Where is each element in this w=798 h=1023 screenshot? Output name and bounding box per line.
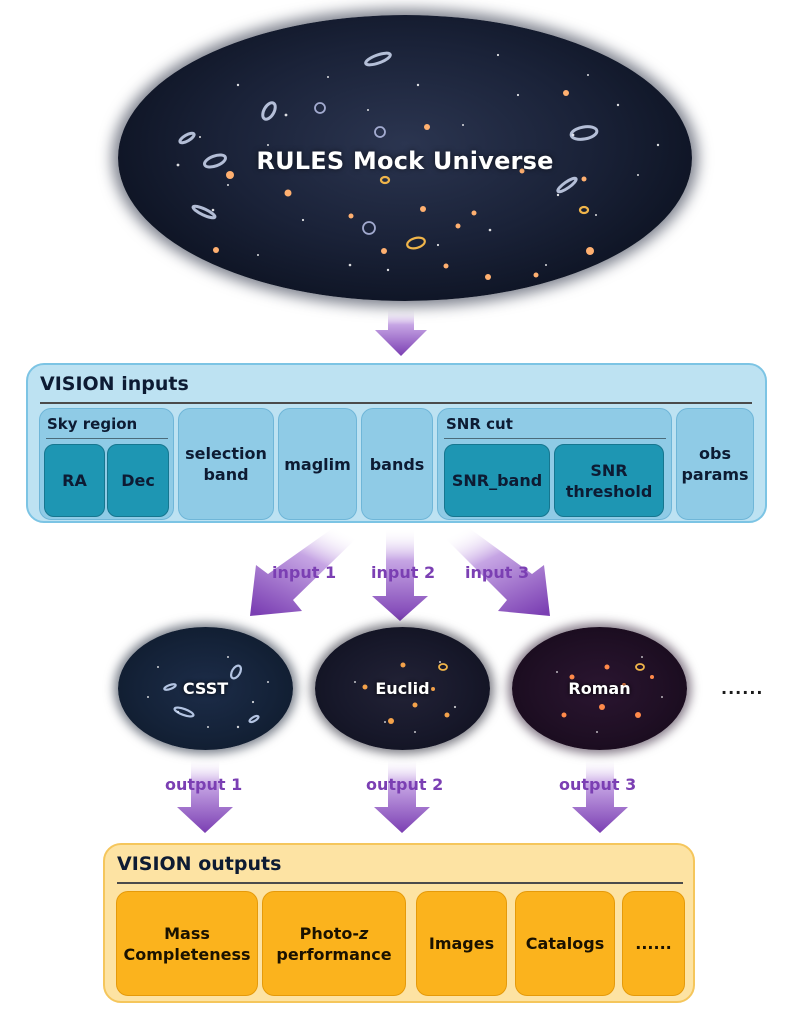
sky-region-rule: [46, 438, 168, 439]
snr-cut-rule: [444, 438, 666, 439]
roman-galaxy-field: [556, 656, 663, 733]
euclid-galaxy-field: [354, 661, 457, 733]
input-1-label: input 1: [272, 563, 337, 582]
catalogs-box: Catalogs: [515, 891, 615, 996]
arrow-output-1: [177, 758, 233, 833]
snr-band-box: SNR_band: [444, 444, 550, 517]
euclid-label: Euclid: [375, 679, 430, 698]
arrow-input-3: [435, 528, 550, 616]
euclid-ellipse: Euclid: [315, 627, 490, 750]
output-2-label: output 2: [366, 775, 444, 794]
universe-title: RULES Mock Universe: [256, 147, 554, 175]
photoz-suffix: performance: [276, 944, 392, 964]
input-3-label: input 3: [465, 563, 530, 582]
inputs-title: VISION inputs: [40, 373, 189, 395]
input-2-label: input 2: [371, 563, 436, 582]
snr-threshold-box: SNR threshold: [554, 444, 664, 517]
more-outputs-box: ......: [622, 891, 685, 996]
vision-outputs-panel: VISION outputs Mass Completeness Photo-z…: [103, 843, 695, 1003]
sky-region-group: Sky region RA Dec: [39, 408, 174, 520]
sky-region-title: Sky region: [47, 415, 138, 433]
arrow-input-2: [372, 528, 428, 621]
output-3-label: output 3: [559, 775, 637, 794]
images-box: Images: [416, 891, 507, 996]
arrow-output-2: [374, 758, 430, 833]
roman-ellipse: Roman: [512, 627, 687, 750]
mass-completeness-box: Mass Completeness: [116, 891, 258, 996]
mock-universe-ellipse: RULES Mock Universe: [118, 15, 692, 301]
csst-label: CSST: [182, 679, 229, 698]
inputs-title-rule: [40, 402, 752, 404]
more-telescopes-ellipsis: ......: [721, 679, 764, 698]
outputs-title-rule: [117, 882, 683, 884]
snr-cut-group: SNR cut SNR_band SNR threshold: [437, 408, 672, 520]
snr-cut-title: SNR cut: [446, 415, 513, 433]
galaxy-field: [176, 51, 660, 280]
photoz-prefix: Photo-: [299, 923, 360, 943]
bands-box: bands: [361, 408, 433, 520]
photoz-z: z: [359, 923, 369, 943]
maglim-box: maglim: [278, 408, 357, 520]
obs-params-box: obs params: [676, 408, 754, 520]
arrow-universe-to-inputs: [375, 308, 427, 356]
dec-box: Dec: [107, 444, 169, 517]
output-1-label: output 1: [165, 775, 243, 794]
vision-inputs-panel: VISION inputs Sky region RA Dec selectio…: [26, 363, 767, 523]
photoz-performance-box: Photo-z performance: [262, 891, 406, 996]
arrow-input-1: [250, 528, 367, 616]
roman-label: Roman: [568, 679, 631, 698]
photoz-title-line: Photo-z: [300, 923, 369, 944]
selection-band-box: selection band: [178, 408, 274, 520]
outputs-title: VISION outputs: [117, 853, 282, 875]
ra-box: RA: [44, 444, 105, 517]
csst-ellipse: CSST: [118, 627, 293, 750]
arrow-output-3: [572, 758, 628, 833]
csst-galaxy-field: [147, 656, 269, 729]
